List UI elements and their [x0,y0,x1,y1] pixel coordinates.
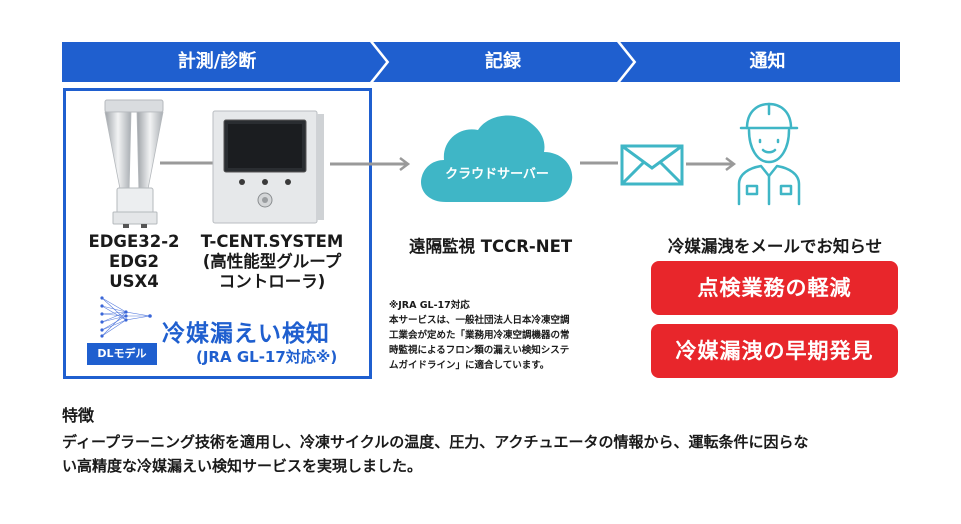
controller-name: T-CENT.SYSTEM [200,232,344,251]
dl-subtitle: (JRA GL-17対応※) [196,348,338,366]
sensor-model-2: EDG2 [109,252,159,271]
features-line-2: い高精度な冷媒漏えい検知サービスを実現しました。 [62,457,423,475]
arrow-controller-to-cloud [330,157,411,171]
cloud-caption: 遠隔監視 TCCR-NET [409,237,573,256]
features-line-1: ディープラーニング技術を適用し、冷凍サイクルの温度、圧力、アクチュエータの情報か… [62,433,809,451]
arrow-mail-to-worker [686,157,736,171]
dl-model-badge: DLモデル [87,343,157,365]
note-line-3: 時監視によるフロン類の漏えい検知システ [389,345,570,356]
features-body: ディープラーニング技術を適用し、冷凍サイクルの温度、圧力、アクチュエータの情報か… [62,430,912,478]
banner-step-1 [62,42,386,82]
jra-note: ※JRA GL-17対応 本サービスは、一般社団法人日本冷凍空調 工業会が定めた… [389,298,629,373]
controller-desc-1: (高性能型グループ [202,252,342,271]
cloud-server-icon [421,115,573,202]
note-heading: ※JRA GL-17対応 [389,300,470,311]
benefit-inspection-reduction: 点検業務の軽減 [651,261,898,315]
note-line-4: ムガイドライン」に適合しています。 [389,360,550,371]
sensor-device-image [104,99,164,228]
notify-caption: 冷媒漏洩をメールでお知らせ [667,237,883,256]
step-label-measure: 計測/診断 [177,51,257,72]
sensor-model-3: USX4 [109,272,159,291]
process-banner [62,42,900,82]
controller-device-image [212,110,324,224]
sensor-model-list: EDGE32-2 EDG2 USX4 [82,232,186,292]
step-label-notify: 通知 [749,51,786,72]
note-line-2: 工業会が定めた「業務用冷凍空調機器の常 [389,330,570,341]
arrow-sensor-to-controller [160,161,214,165]
controller-desc-2: コントローラ) [218,272,326,291]
step-label-record: 記録 [485,51,521,72]
mail-icon [620,144,684,186]
banner-step-3 [619,42,900,82]
arrow-cloud-to-mail [580,161,618,165]
measure-box [63,88,372,379]
dl-title: 冷媒漏えい検知 [162,321,330,347]
features-title: 特徴 [62,406,95,425]
controller-label: T-CENT.SYSTEM (高性能型グループ コントローラ) [188,232,356,292]
benefit-early-detection: 冷媒漏洩の早期発見 [651,324,898,378]
worker-icon [737,102,801,206]
sensor-model-1: EDGE32-2 [88,232,180,251]
cloud-label: クラウドサーバー [445,167,549,182]
neural-network-icon [100,296,152,338]
note-line-1: 本サービスは、一般社団法人日本冷凍空調 [389,315,570,326]
banner-step-2 [372,42,633,82]
